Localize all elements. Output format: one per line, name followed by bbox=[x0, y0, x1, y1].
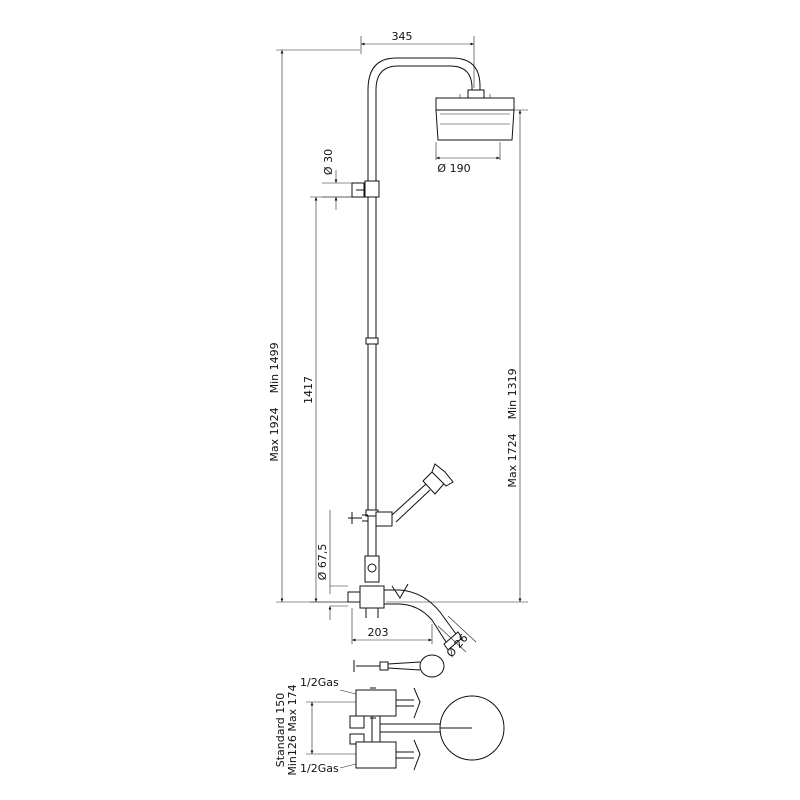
rail-slider bbox=[364, 180, 380, 198]
shower-column bbox=[364, 57, 485, 566]
spout-length-label: 203 bbox=[368, 626, 389, 639]
spout-diameter-label: Ø 26 bbox=[444, 632, 471, 660]
wall-mount-detail bbox=[349, 654, 505, 771]
head-diameter-label: Ø 190 bbox=[437, 162, 470, 175]
mixer-body bbox=[347, 555, 463, 651]
mixer-diameter-label: Ø 67,5 bbox=[316, 544, 329, 581]
shower-head bbox=[435, 94, 515, 141]
top-inlet-thread-label: 1/2Gas bbox=[300, 676, 339, 689]
arm-reach-label: 345 bbox=[392, 30, 413, 43]
wall-bracket-top bbox=[351, 182, 365, 198]
total-height-label: Max 1924 Min 1499 bbox=[268, 342, 281, 461]
inlet-spacing-dimension bbox=[306, 689, 357, 769]
rail-height-label: 1417 bbox=[302, 376, 315, 404]
inlet-spacing-label-standard: Standard 150 bbox=[274, 693, 287, 768]
dimension-lines bbox=[276, 36, 528, 653]
bracket-diameter-label: Ø 30 bbox=[322, 149, 335, 175]
inlet-spacing-label-range: Min126 Max 174 bbox=[286, 684, 299, 775]
bottom-inlet-thread-label: 1/2Gas bbox=[300, 762, 339, 775]
head-height-label: Max 1724 Min 1319 bbox=[506, 368, 519, 487]
hand-shower bbox=[348, 463, 454, 527]
